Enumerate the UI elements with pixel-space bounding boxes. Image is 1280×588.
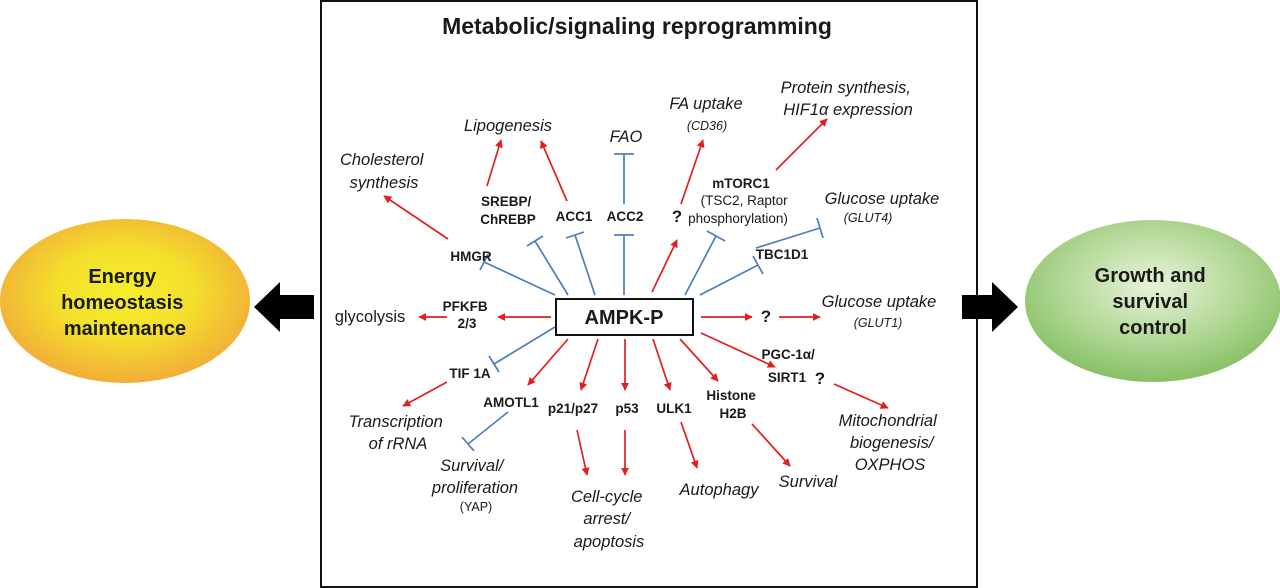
inhibit-tbc1d1 [699,255,764,296]
outcome-cd36: (CD36) [687,119,727,133]
node-pgc1a-sirt1: PGC-1α/ SIRT1 [761,347,818,385]
outcome-glut4: (GLUT4) [844,211,893,225]
arrow-p21-cellcycle [576,429,590,476]
arrow-histone-survival [751,423,791,467]
outcome-mitochondrial-biogenesis: Mitochondrial biogenesis/ OXPHOS [839,412,942,474]
diagram-title: Metabolic/signaling reprogramming [442,13,832,39]
arrow-ampk-histone [679,338,719,382]
outcome-cholesterol-synthesis: Cholesterol synthesis [340,151,428,192]
outcome-fa-uptake: FA uptake [669,95,742,113]
node-ulk1: ULK1 [656,401,692,416]
inhibit-hmgr [479,253,556,296]
arrow-ulk1-autophagy [680,421,699,469]
ampk-box [555,298,694,336]
energy-homeostasis-ellipse [0,219,250,383]
node-pfkfb: PFKFB 2/3 [443,299,492,331]
outcome-cell-cycle-arrest: Cell-cycle arrest/ apoptosis [571,488,647,551]
growth-ellipse-label: Growth and survival control [1095,265,1212,339]
arrow-mtorc1-protein [775,118,828,171]
ampk-label: AMPK-P [585,307,664,329]
outcome-glut1: (GLUT1) [854,316,903,330]
left-big-arrow [254,282,314,332]
node-tbc1d1: TBC1D1 [756,247,809,262]
node-histone-h2b: Histone H2B [706,388,759,421]
outcome-survival-proliferation: Survival/ proliferation [431,457,518,497]
tbc1d1-inhibit-glut4 [755,217,824,249]
arrow-ampk-qfa [651,239,678,293]
node-p53: p53 [615,401,639,416]
arrow-pgc1a-mito [833,383,889,409]
amotl1-inhibit-yap [461,411,509,452]
outcome-yap: (YAP) [460,500,492,514]
arrow-acc1-lipogenesis [540,140,568,202]
outcome-survival: Survival [779,473,839,491]
node-hmgr: HMGR [450,249,491,264]
outcome-autophagy: Autophagy [679,481,761,499]
outcome-lipogenesis: Lipogenesis [464,117,552,135]
node-question-pgc: ? [815,369,825,388]
arrow-srebp-lipogenesis [486,139,503,187]
growth-survival-ellipse [1025,220,1280,382]
arrow-qfa-fauptake [680,139,705,205]
node-question-fa: ? [672,207,682,226]
node-amotl1: AMOTL1 [483,395,539,410]
inhibition-lines [461,153,824,452]
node-srebp: SREBP/ ChREBP [480,194,536,227]
node-acc2: ACC2 [607,209,644,224]
outcome-glucose-uptake-glut4: Glucose uptake [825,190,940,208]
node-question-glut1: ? [761,307,771,326]
energy-ellipse-label: Energy homeostasis maintenance [61,266,189,340]
inhibit-acc2 [614,234,634,295]
outcome-protein-synthesis: Protein synthesis, HIF1α expression [781,79,916,119]
node-acc1: ACC1 [556,209,593,224]
inhibit-tif1a [488,326,556,373]
right-big-arrow [962,282,1018,332]
outcome-glycolysis: glycolysis [335,308,406,326]
arrow-ampk-ulk1 [652,338,672,391]
activation-arrows [383,118,889,476]
acc2-inhibit-fao [614,153,634,204]
arrow-tif1a-transcription [402,381,448,407]
node-mtorc1: mTORC1 [712,176,770,191]
inhibit-acc1 [565,231,596,296]
arrow-hmgr-cholesterol [383,195,449,240]
outcome-glucose-uptake-glut1: Glucose uptake [822,293,937,311]
arrow-ampk-p21 [579,338,599,391]
arrow-ampk-pgc1a [700,332,776,368]
outcome-transcription-rrna: Transcription of rRNA [349,413,448,453]
inhibit-srebp [526,235,569,296]
node-tif1a: TIF 1A [449,366,491,381]
node-mtorc1-detail: (TSC2, Raptor phosphorylation) [688,193,791,226]
central-frame [320,0,978,588]
node-p21-p27: p21/p27 [548,401,598,416]
outcome-fao: FAO [610,128,643,146]
arrow-ampk-amotl1 [527,338,569,386]
inhibit-mtorc1 [684,230,726,296]
